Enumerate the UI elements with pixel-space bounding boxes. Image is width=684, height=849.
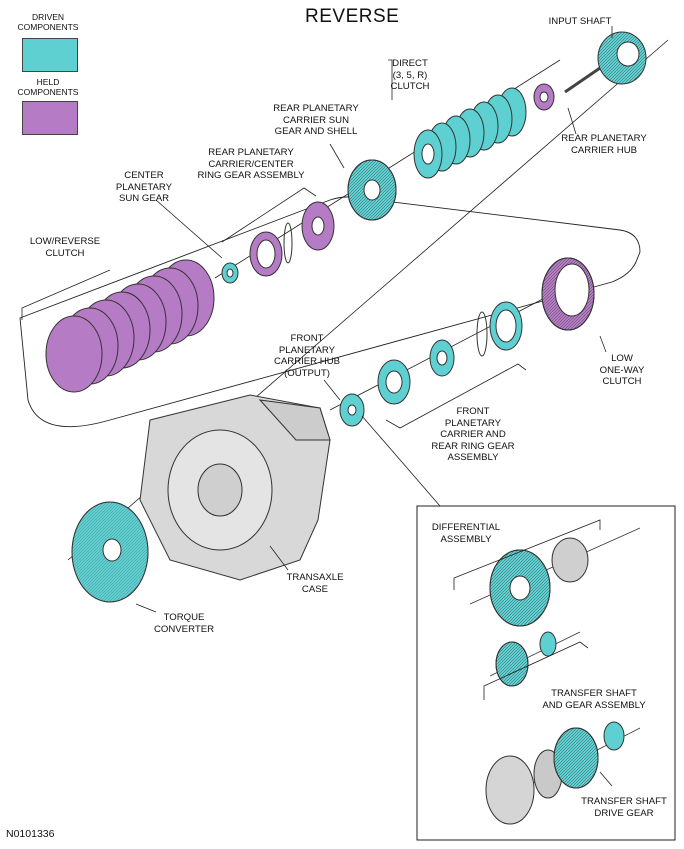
torque-converter — [71, 501, 149, 603]
label-low-one-way-clutch: LOW ONE-WAY CLUTCH — [599, 353, 645, 387]
front-carrier-hub — [339, 393, 365, 427]
label-front-carrier-hub: FRONT PLANETARY CARRIER HUB (OUTPUT) — [273, 333, 341, 379]
inset-box — [416, 505, 676, 841]
transfer-shaft-drive-gear — [485, 721, 641, 825]
label-transfer-shaft-drive: TRANSFER SHAFT DRIVE GEAR — [581, 796, 667, 819]
transfer-shaft-gear-assembly — [489, 631, 581, 687]
legend-held-label: HELD COMPONENTS — [17, 77, 79, 97]
input-shaft — [564, 31, 647, 94]
label-torque-converter: TORQUE CONVERTER — [153, 612, 215, 635]
label-center-sun-gear: CENTER PLANETARY SUN GEAR — [115, 170, 173, 204]
legend-held-swatch — [22, 101, 78, 135]
label-low-reverse-clutch: LOW/REVERSE CLUTCH — [29, 236, 101, 259]
transaxle-case — [139, 394, 331, 581]
rear-planetary-carrier-hub — [533, 83, 555, 111]
rear-carrier-center-ring — [249, 201, 335, 277]
rear-sun-gear-shell — [347, 159, 397, 221]
label-differential-assembly: DIFFERENTIAL ASSEMBLY — [431, 522, 501, 545]
low-one-way-clutch — [541, 257, 595, 331]
legend-driven-label: DRIVEN COMPONENTS — [17, 12, 79, 32]
label-transfer-shaft-gear: TRANSFER SHAFT AND GEAR ASSEMBLY — [542, 688, 646, 711]
legend-driven-swatch — [22, 38, 78, 72]
leader-lines — [21, 26, 613, 787]
diagram-title: REVERSE — [305, 6, 400, 27]
figure-id: N0101336 — [6, 828, 55, 840]
front-carrier-rear-ring — [377, 301, 523, 405]
center-sun-gear — [221, 262, 239, 284]
label-rear-carrier-hub: REAR PLANETARY CARRIER HUB — [561, 133, 647, 156]
label-transaxle-case: TRANSAXLE CASE — [286, 572, 344, 595]
inset-leader — [361, 415, 441, 507]
label-input-shaft: INPUT SHAFT — [548, 16, 612, 27]
differential-assembly — [469, 527, 641, 627]
direct-clutch — [413, 87, 527, 179]
label-front-carrier-rear-ring: FRONT PLANETARY CARRIER AND REAR RING GE… — [431, 406, 515, 463]
low-reverse-clutch — [45, 259, 215, 393]
label-rear-sun-gear-shell: REAR PLANETARY CARRIER SUN GEAR AND SHEL… — [273, 103, 359, 137]
label-rear-carrier-center-ring: REAR PLANETARY CARRIER/CENTER RING GEAR … — [197, 147, 305, 181]
label-direct-clutch: DIRECT (3, 5, R) CLUTCH — [390, 58, 430, 92]
